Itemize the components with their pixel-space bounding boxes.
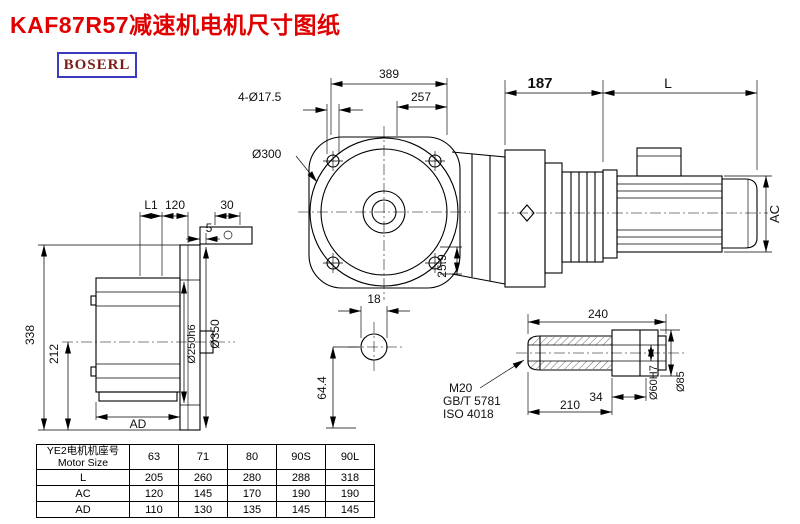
table-cell: 318 <box>325 469 375 487</box>
table-header-motor-size: YE2电机机座号 Motor Size <box>36 443 130 471</box>
page-title: KAF87R57减速机电机尺寸图纸 <box>10 12 341 38</box>
table-col-header: 80 <box>227 443 277 471</box>
dim-64-4: 64.4 <box>315 376 329 400</box>
table-row-AC: AC 120 145 170 190 190 <box>36 485 375 503</box>
dim-187: 187 <box>527 75 552 92</box>
table-header-en: Motor Size <box>57 457 109 470</box>
table-cell: 190 <box>276 485 326 503</box>
dim-d60h7: Ø60H7 <box>648 365 660 400</box>
dim-18: 18 <box>367 292 381 306</box>
dim-240: 240 <box>588 307 608 321</box>
table-cell: 110 <box>129 501 179 519</box>
row-label: AC <box>36 485 130 503</box>
dim-AC: AC <box>767 205 782 223</box>
dim-bolt-holes: 4-Ø17.5 <box>238 90 282 104</box>
dim-5: 5 <box>206 221 213 235</box>
dim-L1: L1 <box>144 198 158 212</box>
table-cell: 120 <box>129 485 179 503</box>
table-cell: 280 <box>227 469 277 487</box>
dim-L: L <box>664 75 672 91</box>
front-flange-view: 389 257 4-Ø17.5 Ø300 25.9 <box>238 67 506 300</box>
boserl-logo: BOSERL <box>57 52 137 78</box>
dim-d300: Ø300 <box>252 147 282 161</box>
row-label: AD <box>36 501 130 519</box>
motor-size-table: YE2电机机座号 Motor Size 63 71 80 90S 90L L 2… <box>36 443 375 519</box>
table-header-cn: YE2电机机座号 <box>46 445 120 457</box>
dim-d85: Ø85 <box>675 371 687 392</box>
table-col-header: 90L <box>325 443 375 471</box>
table-col-header: 63 <box>129 443 179 471</box>
table-col-header: 71 <box>178 443 228 471</box>
table-cell: 145 <box>178 485 228 503</box>
gearbox-side-view: L1 120 30 5 338 212 Ø250h6 Ø350 AD <box>23 198 253 431</box>
table-row-AD: AD 110 130 135 145 145 <box>36 501 375 519</box>
table-row-L: L 205 260 280 288 318 <box>36 469 375 487</box>
label-iso-4018: ISO 4018 <box>443 407 494 421</box>
table-cell: 288 <box>276 469 326 487</box>
motor-side-view: 187 L AC <box>498 75 782 288</box>
dim-30: 30 <box>220 198 234 212</box>
dim-210: 210 <box>560 398 580 412</box>
dim-120: 120 <box>165 198 185 212</box>
hollow-shaft-detail-view: 240 M20 GB/T 5781 ISO 4018 34 210 Ø60H7 … <box>443 307 687 421</box>
table-header-row: YE2电机机座号 Motor Size 63 71 80 90S 90L <box>36 443 375 471</box>
table-cell: 145 <box>276 501 326 519</box>
table-cell: 205 <box>129 469 179 487</box>
label-gbt-5781: GB/T 5781 <box>443 394 501 408</box>
dim-25-9: 25.9 <box>435 254 449 278</box>
dim-34: 34 <box>589 390 603 404</box>
dim-338: 338 <box>23 325 37 345</box>
dim-d350: Ø350 <box>208 319 222 349</box>
table-cell: 190 <box>325 485 375 503</box>
dim-389: 389 <box>379 67 399 81</box>
table-cell: 170 <box>227 485 277 503</box>
shaft-end-detail-view: 18 64.4 <box>315 292 410 429</box>
table-cell: 135 <box>227 501 277 519</box>
row-label: L <box>36 469 130 487</box>
dim-212: 212 <box>47 344 61 364</box>
table-col-header: 90S <box>276 443 326 471</box>
table-cell: 130 <box>178 501 228 519</box>
table-cell: 145 <box>325 501 375 519</box>
dim-AD: AD <box>130 417 147 431</box>
label-m20-thread: M20 <box>449 381 473 395</box>
dim-257: 257 <box>411 90 431 104</box>
dim-d250h6: Ø250h6 <box>186 324 198 363</box>
table-cell: 260 <box>178 469 228 487</box>
